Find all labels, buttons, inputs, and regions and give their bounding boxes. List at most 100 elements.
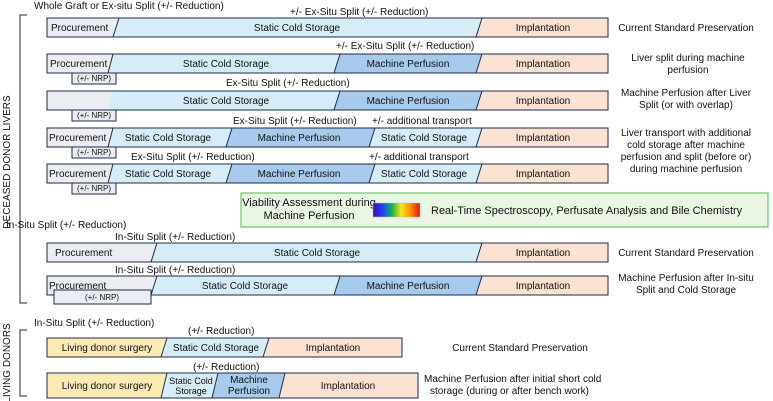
label-machine-perfusion: Machine Perfusion (258, 169, 341, 180)
label-cold-storage: Static Cold Storage (183, 96, 270, 107)
annotation-insitu-group: In-Situ Split (+/- Reduction) (6, 220, 126, 231)
pathway-row-2: Procurement Static Cold Storage Machine … (46, 53, 609, 85)
segment-implantation (476, 18, 608, 37)
label-machine-perfusion: Machine Perfusion (258, 133, 341, 144)
viability-methods: Real-Time Spectroscopy, Perfusate Analys… (431, 205, 743, 217)
pathway-row-3: Static Cold Storage Machine Perfusion Im… (46, 90, 609, 122)
label-machine-perfusion: Machine Perfusion (367, 281, 450, 292)
annotation-insitu-2: In-Situ Split (+/- Reduction) (115, 265, 235, 276)
living-side-label: LIVING DONORS (2, 323, 13, 401)
annotation-exsitu-2: +/- Ex-Situ Split (+/- Reduction) (336, 41, 474, 52)
annotation-transport-4: +/- additional transport (372, 116, 472, 127)
label-machine-perfusion: Machine Perfusion (367, 96, 450, 107)
label-implantation: Implantation (516, 23, 570, 34)
nrp-box (71, 109, 117, 122)
label-implantation: Implantation (516, 248, 570, 259)
segment-machine-perfusion (334, 276, 482, 295)
label-living-donor-surgery: Living donor surgery (62, 381, 153, 392)
living-bracket (19, 329, 27, 397)
deceased-bracket (19, 14, 27, 304)
label-implantation: Implantation (516, 59, 570, 70)
label-cold-storage: Static Cold Storage (125, 169, 212, 180)
segment-machine-perfusion (334, 54, 482, 73)
label-cold-storage-2: Static Cold Storage (381, 133, 468, 144)
segment-cold-storage (108, 54, 340, 73)
label-procurement: Procurement (55, 248, 112, 259)
annotation-exsitu-3: Ex-Situ Split (+/- Reduction) (226, 78, 350, 89)
segment-cold-storage (108, 164, 232, 183)
segment-procurement (47, 164, 113, 183)
label-living-donor-surgery: Living donor surgery (62, 343, 153, 354)
label-procurement: Procurement (49, 169, 106, 180)
segment-implantation (476, 128, 608, 147)
segment-cold-storage (108, 91, 340, 110)
segment-implantation (476, 243, 608, 262)
description-row-8: Current Standard Preservation (452, 343, 588, 354)
pathway-row-5: Procurement Static Cold Storage Machine … (46, 163, 609, 195)
annotation-reduction-1: (+/- Reduction) (188, 326, 254, 337)
segment-cold-storage (151, 243, 482, 262)
label-cold-storage-2: Static Cold Storage (381, 169, 468, 180)
nrp-box (71, 72, 117, 85)
segment-cold-storage (151, 276, 340, 295)
row-outline (46, 17, 609, 38)
label-procurement: Procurement (49, 281, 106, 292)
nrp-label: (+/- NRP) (77, 74, 111, 83)
nrp-box (71, 146, 117, 159)
label-cold-storage: Static Cold Storage (183, 59, 270, 70)
segment-living-donor-surgery (47, 338, 167, 357)
label-implantation: Implantation (516, 281, 570, 292)
segment-procurement (47, 54, 113, 73)
label-procurement: Procurement (50, 59, 107, 70)
pathway-row-7: Procurement Static Cold Storage Machine … (46, 275, 609, 305)
label-implantation: Implantation (516, 169, 570, 180)
label-implantation: Implantation (516, 133, 570, 144)
label-cold-storage: Static Cold Storage (274, 248, 361, 259)
annotation-insitu-1: In-Situ Split (+/- Reduction) (115, 232, 235, 243)
segment-machine-perfusion (212, 373, 285, 398)
segment-cold-storage-2 (369, 128, 482, 147)
nrp-box (71, 182, 117, 195)
nrp-box (53, 289, 152, 305)
segment-machine-perfusion (226, 128, 375, 147)
annotation-exsitu-1: +/- Ex-Situ Split (+/- Reduction) (290, 7, 428, 18)
description-row-6: Current Standard Preservation (618, 248, 754, 259)
nrp-label: (+/- NRP) (77, 184, 111, 193)
label-cold-storage: Static Cold Storage (173, 343, 260, 354)
annotation-exsitu-5: Ex-Situ Split (+/- Reduction) (131, 152, 255, 163)
deceased-side-label: DECEASED DONOR LIVERS (2, 95, 13, 229)
annotation-whole-graft: Whole Graft or Ex-situ Split (+/- Reduct… (34, 1, 224, 12)
nrp-label: (+/- NRP) (85, 293, 119, 302)
segment-cold-storage (108, 128, 232, 147)
label-implantation: Implantation (516, 96, 570, 107)
segment-implantation (279, 373, 418, 398)
segment-cold-storage (161, 373, 218, 398)
spectrum-icon (372, 202, 421, 218)
label-implantation: Implantation (321, 381, 375, 392)
description-row-1: Current Standard Preservation (618, 23, 754, 34)
segment-implantation (263, 338, 402, 357)
nrp-label: (+/- NRP) (77, 111, 111, 120)
segment-implantation (476, 276, 608, 295)
label-procurement: Procurement (51, 23, 108, 34)
pathway-row-1: Procurement Static Cold Storage Implanta… (46, 17, 609, 38)
segment-cold-storage (161, 338, 269, 357)
label-cold-storage: Static Cold Storage (202, 281, 289, 292)
segment-cold-storage (113, 18, 482, 37)
label-machine-perfusion: Machine Perfusion (367, 59, 450, 70)
pathway-row-6: Procurement Static Cold Storage Implanta… (46, 242, 609, 263)
segment-machine-perfusion (334, 91, 482, 110)
label-implantation: Implantation (306, 343, 360, 354)
pathway-row-4: Procurement Static Cold Storage Machine … (46, 127, 609, 159)
label-procurement: Procurement (49, 133, 106, 144)
pathway-row-8: Living donor surgery Static Cold Storage… (46, 337, 403, 358)
segment-living-donor-surgery (47, 373, 167, 398)
annotation-exsitu-4: Ex-Situ Split (+/- Reduction) (233, 116, 357, 127)
description-row-9: Machine Perfusion after initial short co… (424, 374, 601, 397)
